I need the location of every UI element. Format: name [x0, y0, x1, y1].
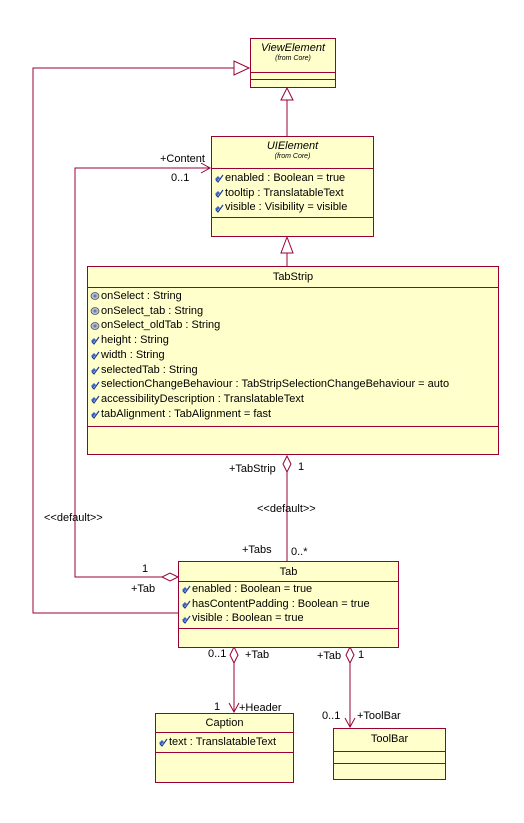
class-view-element[interactable]: ViewElement (from Core) — [250, 38, 336, 88]
attribute-text: tabAlignment : TabAlignment = fast — [101, 407, 272, 420]
attribute-row: tooltip : TranslatableText — [214, 186, 373, 201]
public-attribute-icon — [90, 380, 101, 390]
class-caption[interactable]: Caption text : TranslatableText — [155, 713, 294, 783]
class-tab[interactable]: Tab enabled : Boolean = true hasContentPa… — [178, 561, 399, 648]
event-attribute-icon — [90, 306, 101, 316]
aggregation-diamond — [160, 572, 180, 582]
aggregation-diamond — [345, 645, 355, 665]
attribute-row: onSelect_tab : String — [90, 304, 498, 319]
class-tab-strip[interactable]: TabStrip onSelect : String onSelect_tab :… — [87, 266, 499, 455]
stereotype-label: <<default>> — [44, 512, 103, 524]
aggregation-diamond — [282, 454, 292, 474]
public-attribute-icon — [158, 737, 169, 748]
event-attribute-icon — [90, 321, 101, 331]
attribute-text: visible : Visibility = visible — [225, 201, 348, 214]
class-toolbar[interactable]: ToolBar — [333, 728, 446, 780]
attribute-row: text : TranslatableText — [158, 735, 293, 750]
attribute-text: selectionChangeBehaviour : TabStripSelec… — [101, 378, 450, 391]
navigability-arrow — [200, 162, 212, 174]
attribute-row: visible : Boolean = true — [181, 611, 398, 626]
multiplicity-label: 0..1 — [322, 710, 341, 722]
attribute-text: enabled : Boolean = true — [192, 583, 313, 595]
attribute-row: selectionChangeBehaviour : TabStripSelec… — [90, 377, 498, 392]
attribute-text: onSelect_tab : String — [101, 304, 204, 317]
generalization-arrowhead — [233, 60, 251, 76]
attribute-row: enabled : Boolean = true — [214, 171, 373, 186]
attribute-row: hasContentPadding : Boolean = true — [181, 597, 398, 612]
public-attribute-icon — [214, 188, 225, 198]
generalization-arrowhead — [280, 86, 294, 101]
public-attribute-icon — [90, 365, 101, 375]
attribute-row: onSelect : String — [90, 289, 498, 304]
navigability-arrow — [344, 717, 356, 729]
multiplicity-label: 1 — [358, 649, 365, 661]
role-label: +Tab — [245, 649, 270, 661]
public-attribute-icon — [90, 335, 101, 346]
attribute-text: height : String — [101, 334, 169, 347]
public-attribute-icon — [181, 614, 192, 624]
event-attribute-icon — [90, 291, 101, 301]
attribute-row: enabled : Boolean = true — [181, 582, 398, 597]
public-attribute-icon — [214, 173, 225, 184]
attribute-text: accessibilityDescription : TranslatableT… — [101, 392, 304, 405]
attribute-text: width : String — [101, 348, 165, 361]
role-label: +Tabs — [242, 544, 272, 556]
attribute-row: height : String — [90, 333, 498, 348]
role-label: +Header — [239, 702, 282, 714]
public-attribute-icon — [181, 599, 192, 609]
multiplicity-label: 0..1 — [171, 172, 190, 184]
multiplicity-label: 0..1 — [208, 648, 227, 660]
generalization-arrowhead — [280, 235, 294, 254]
class-ui-element[interactable]: UIElement (from Core) enabled : Boolean … — [211, 136, 374, 237]
stereotype-label: <<default>> — [257, 503, 316, 515]
public-attribute-icon — [181, 584, 192, 595]
multiplicity-label: 1 — [214, 701, 221, 713]
multiplicity-label: 1 — [298, 461, 305, 473]
role-label: +TabStrip — [229, 463, 276, 475]
attribute-compartment: enabled : Boolean = true hasContentPaddin… — [179, 582, 398, 630]
association-tab-content — [74, 167, 210, 578]
attribute-text: tooltip : TranslatableText — [225, 186, 344, 199]
class-name: ViewElement — [261, 42, 325, 54]
attribute-row: onSelect_oldTab : String — [90, 318, 498, 333]
package-note: (from Core) — [274, 153, 311, 160]
attribute-text: selectedTab : String — [101, 363, 198, 376]
public-attribute-icon — [214, 203, 225, 213]
class-name: Tab — [279, 566, 298, 578]
attribute-row: accessibilityDescription : TranslatableT… — [90, 392, 498, 407]
public-attribute-icon — [90, 350, 101, 361]
class-name: Caption — [205, 717, 244, 729]
attribute-text: visible : Boolean = true — [192, 612, 304, 625]
attribute-text: onSelect : String — [101, 290, 182, 302]
multiplicity-label: 0..* — [291, 546, 308, 558]
attribute-row: tabAlignment : TabAlignment = fast — [90, 407, 498, 422]
class-name: ToolBar — [370, 733, 409, 745]
aggregation-diamond — [229, 645, 239, 665]
attribute-compartment: onSelect : String onSelect_tab : String on… — [88, 288, 498, 427]
role-label: +Tab — [131, 583, 156, 595]
generalization-tab-viewelement — [32, 67, 235, 614]
attribute-compartment: enabled : Boolean = true tooltip : Transl… — [212, 169, 373, 219]
attribute-row: visible : Visibility = visible — [214, 200, 373, 215]
public-attribute-icon — [90, 394, 101, 405]
role-label: +Tab — [317, 650, 342, 662]
public-attribute-icon — [90, 409, 101, 419]
role-label: +Content — [160, 153, 205, 165]
attribute-text: text : TranslatableText — [169, 736, 276, 748]
class-name: UIElement — [266, 140, 319, 152]
attribute-text: hasContentPadding : Boolean = true — [192, 597, 370, 610]
attribute-text: onSelect_oldTab : String — [101, 319, 221, 332]
attribute-compartment — [334, 752, 445, 764]
multiplicity-label: 1 — [142, 563, 149, 575]
attribute-row: selectedTab : String — [90, 363, 498, 378]
attribute-compartment — [251, 73, 335, 80]
package-note: (from Core) — [275, 55, 311, 62]
class-name: TabStrip — [272, 271, 314, 283]
navigability-arrow — [228, 702, 240, 714]
attribute-row: width : String — [90, 348, 498, 363]
attribute-compartment: text : TranslatableText — [156, 733, 293, 753]
role-label: +ToolBar — [357, 710, 401, 722]
attribute-text: enabled : Boolean = true — [225, 172, 346, 184]
